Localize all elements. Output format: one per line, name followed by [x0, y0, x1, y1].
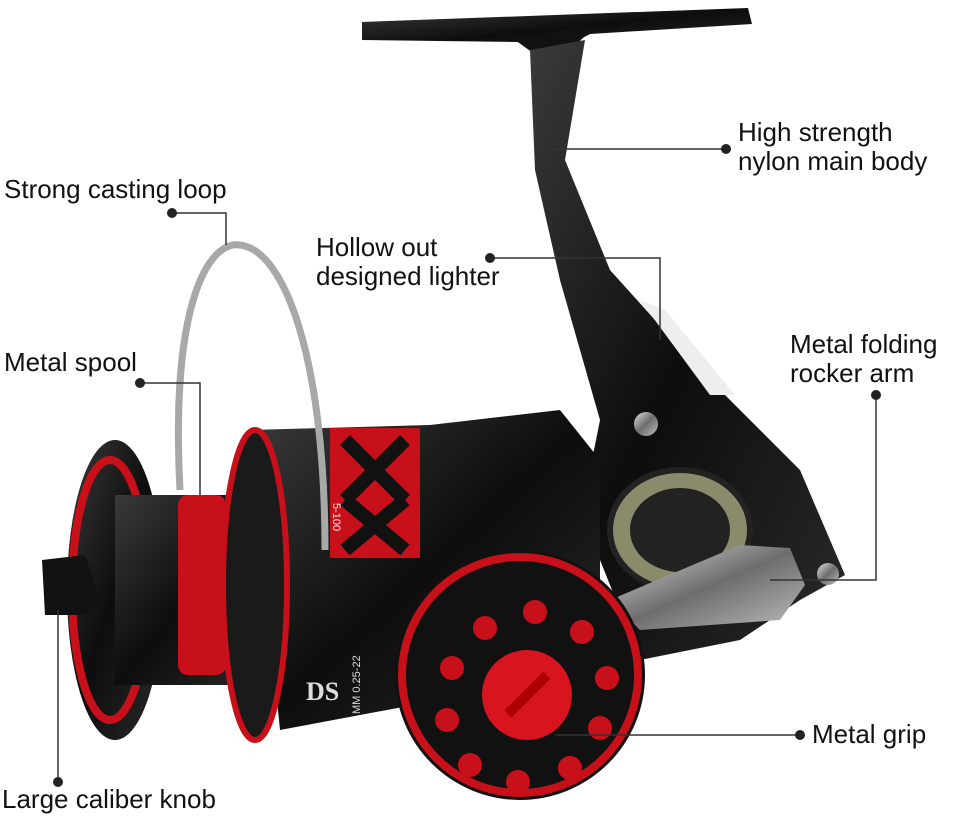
bail-wire: [174, 241, 329, 551]
hollow-slot: [640, 300, 735, 395]
callout-text: Hollow out: [316, 232, 438, 262]
callout-text: Large caliber knob: [2, 784, 216, 814]
callout-text: rocker arm: [790, 358, 915, 388]
spec-marking-line-capacity: 5-100: [330, 503, 342, 531]
screw: [817, 563, 839, 585]
callout-grip: Metal grip: [812, 720, 926, 749]
spec-marking-line-diameter: MM 0.25-22: [351, 655, 363, 714]
brand-mark: DS: [306, 677, 339, 706]
handle-grip: [395, 550, 645, 800]
callout-text: Metal grip: [812, 719, 927, 749]
spool-knob: [42, 555, 100, 615]
screw: [634, 412, 658, 436]
callout-text: designed lighter: [316, 261, 500, 291]
callout-text: Metal folding: [790, 329, 938, 359]
callout-casting-loop: Strong casting loop: [4, 175, 227, 204]
callout-main-body: High strength nylon main body: [738, 118, 927, 176]
callout-text: Metal spool: [4, 347, 137, 377]
callout-hollow: Hollow out designed lighter: [316, 233, 500, 291]
spool: [67, 427, 290, 743]
callout-text: nylon main body: [738, 146, 928, 176]
rocker-arm: [610, 545, 805, 630]
callout-rocker-arm: Metal folding rocker arm: [790, 330, 937, 388]
leader-dots: [53, 144, 881, 787]
callout-text: High strength: [738, 117, 893, 147]
leader-lines: [57, 148, 877, 782]
callout-spool: Metal spool: [4, 348, 137, 377]
callout-knob: Large caliber knob: [2, 785, 216, 814]
callout-text: Strong casting loop: [4, 174, 227, 204]
